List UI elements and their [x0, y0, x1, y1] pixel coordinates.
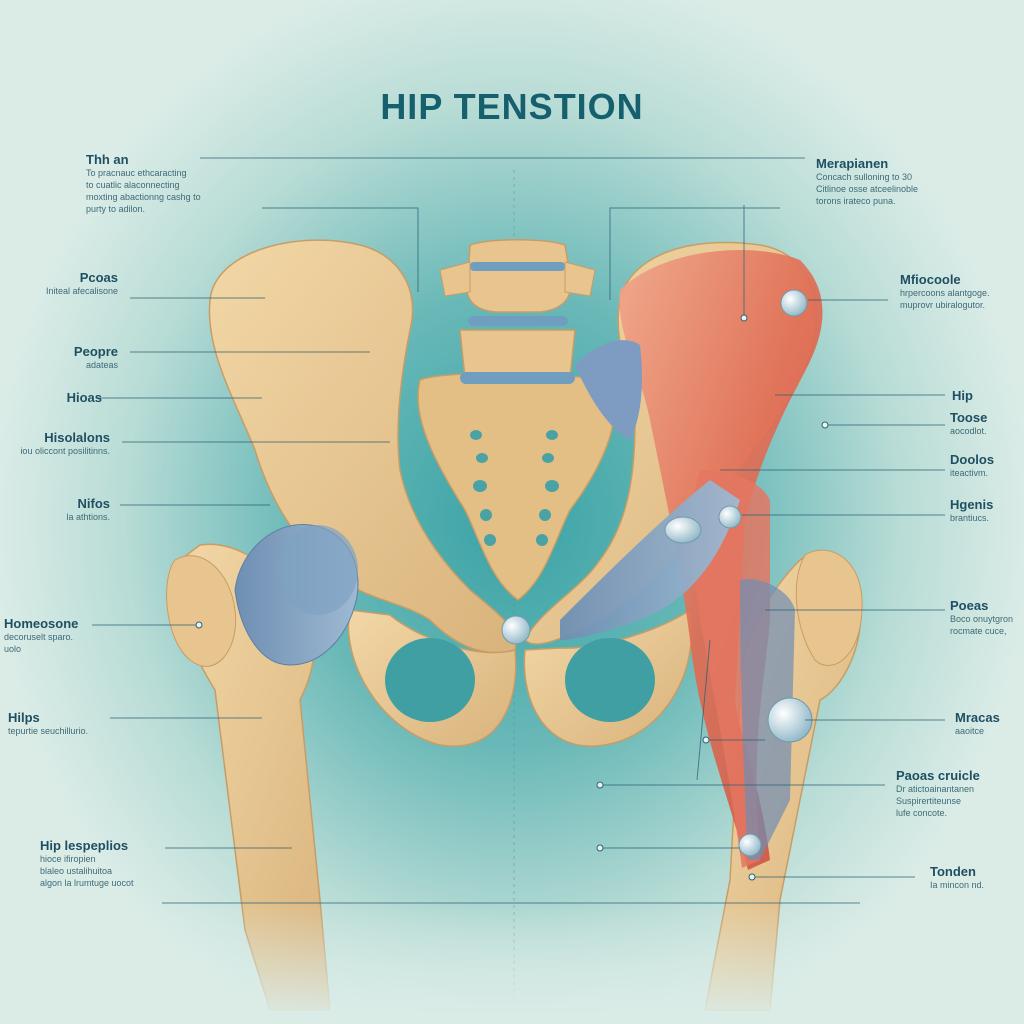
anatomy-nodes: [501, 289, 813, 857]
label-desc: Ia mincon nd.: [930, 880, 985, 890]
label-desc: adateas: [85, 360, 118, 370]
label-merapianen: Merapianen Concach sulloning to 30 Citli…: [816, 156, 918, 207]
label-hilps: Hilps tepurtie seuchillurio.: [8, 710, 88, 737]
label-doolos: Doolos iteactivm.: [950, 452, 994, 479]
left-hip-joint: [234, 523, 359, 666]
label-mracas: Mracas aaoitce: [955, 710, 1000, 737]
label-desc: tepurtie seuchillurio.: [8, 726, 89, 736]
label-heading: Hip: [952, 388, 973, 403]
label-heading: Hisolalons: [44, 430, 110, 445]
diagram-title: HIP TENSTION: [380, 86, 644, 127]
label-heading: Nifos: [77, 496, 111, 511]
label-toose: Toose aocodlot.: [950, 410, 987, 437]
label-hip-lespeplios: Hip lespeplios hioce ifiropien blaleo us…: [40, 838, 134, 889]
label-heading: Hgenis: [950, 497, 994, 512]
label-nifos: Nifos la athtions.: [66, 496, 110, 523]
label-thh-an: Thh an To pracnauc ethcaracting to cuatl…: [86, 152, 201, 215]
label-homeosone: Homeosone decoruselt sparo. uolo: [4, 616, 78, 655]
label-desc: la athtions.: [66, 512, 110, 522]
label-heading: Thh an: [86, 152, 129, 167]
label-desc: brantiucs.: [950, 513, 990, 523]
label-peopre: Peopre adateas: [74, 344, 118, 371]
label-desc: aocodlot.: [950, 426, 987, 436]
label-tonden: Tonden Ia mincon nd.: [930, 864, 984, 891]
leader-lines: [92, 157, 945, 904]
label-desc: muprovr ubiralogutor.: [900, 300, 986, 310]
label-desc: aaoitce: [955, 726, 985, 736]
label-heading: Hilps: [8, 710, 40, 725]
label-heading: Merapianen: [816, 156, 889, 171]
label-heading: Tonden: [930, 864, 976, 879]
label-desc: blaleo ustalihuitoa: [40, 866, 113, 876]
label-desc: To pracnauc ethcaracting: [86, 168, 187, 178]
label-heading: Peopre: [73, 344, 118, 359]
label-pcoas: Pcoas Initeal afecalisone: [46, 270, 118, 297]
label-mfiocoole: Mfiocoole hrpercoons alantgoge. muprovr …: [900, 272, 990, 311]
label-heading: Poeas: [950, 598, 989, 613]
label-desc: Concach sulloning to 30: [816, 172, 913, 182]
label-poeas: Poeas Boco onuytgron rocmate cuce,: [950, 598, 1013, 637]
label-hip: Hip: [952, 388, 973, 403]
label-heading: Hip lespeplios: [40, 838, 129, 853]
label-desc: Initeal afecalisone: [45, 286, 118, 296]
label-heading: Doolos: [950, 452, 995, 467]
label-desc: hrpercoons alantgoge.: [900, 288, 990, 298]
label-desc: Boco onuytgron: [950, 614, 1014, 624]
label-heading: Homeosone: [4, 616, 79, 631]
label-desc: purty to adilon.: [86, 204, 146, 214]
label-desc: uolo: [4, 644, 22, 654]
label-heading: Hioas: [66, 390, 102, 405]
label-desc: lufe concote.: [896, 808, 948, 818]
label-desc: Dr atictoainantanen: [896, 784, 975, 794]
label-desc: decoruselt sparo.: [4, 632, 74, 642]
label-desc: iou oliccont posilitinns.: [20, 446, 110, 456]
label-desc: to cuatlic alaconnecting: [86, 180, 180, 190]
label-heading: Mfiocoole: [900, 272, 961, 287]
label-desc: rocmate cuce,: [950, 626, 1007, 636]
label-hgenis: Hgenis brantiucs.: [950, 497, 993, 524]
label-hioas: Hioas: [67, 390, 102, 405]
leader-dots: [195, 314, 829, 881]
label-desc: algon la lrumtuge uocot: [40, 878, 134, 888]
label-desc: Suspirertiteunse: [896, 796, 962, 806]
label-paoas-cruicle: Paoas cruicle Dr atictoainantanen Suspir…: [896, 768, 980, 819]
label-desc: moxting abactionng cashg to: [86, 192, 201, 202]
label-heading: Paoas cruicle: [896, 768, 980, 783]
label-heading: Mracas: [955, 710, 1000, 725]
label-desc: hioce ifiropien: [40, 854, 96, 864]
label-heading: Toose: [950, 410, 988, 425]
label-desc: Citlinoe osse atceelinoble: [816, 184, 919, 194]
label-desc: torons irateco puna.: [816, 196, 896, 206]
label-hisolalons: Hisolalons iou oliccont posilitinns.: [20, 430, 110, 457]
label-desc: iteactivm.: [950, 468, 989, 478]
label-heading: Pcoas: [79, 270, 118, 285]
